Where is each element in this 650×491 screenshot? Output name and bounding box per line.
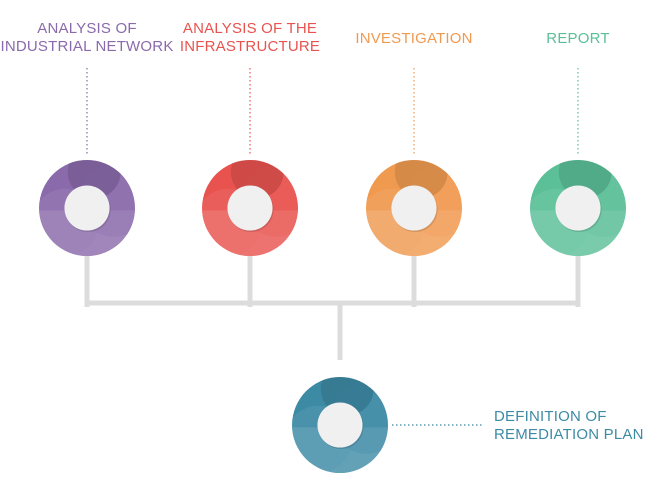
connector-lines: [84, 254, 581, 360]
result-node-inner: [317, 402, 363, 448]
result-node: [292, 377, 388, 473]
stage-1-label: ANALYSIS OF INDUSTRIAL NETWORK: [0, 20, 174, 55]
stage-node-4-inner: [555, 185, 601, 231]
result-label: DEFINITION OF REMEDIATION PLAN: [494, 408, 644, 443]
stage-nodes: [39, 160, 626, 473]
stage-node-3: [366, 160, 462, 256]
stage-node-4: [530, 160, 626, 256]
stage-node-3-inner: [391, 185, 437, 231]
stage-node-2: [202, 160, 298, 256]
stage-node-1-inner: [64, 185, 110, 231]
stage-3-label: INVESTIGATION: [355, 30, 473, 47]
stage-4-label: REPORT: [546, 30, 610, 47]
dotted-leaders: [86, 68, 579, 426]
stage-node-2-inner: [227, 185, 273, 231]
stage-node-1: [39, 160, 135, 256]
stage-2-label: ANALYSIS OF THE INFRASTRUCTURE: [179, 20, 321, 55]
